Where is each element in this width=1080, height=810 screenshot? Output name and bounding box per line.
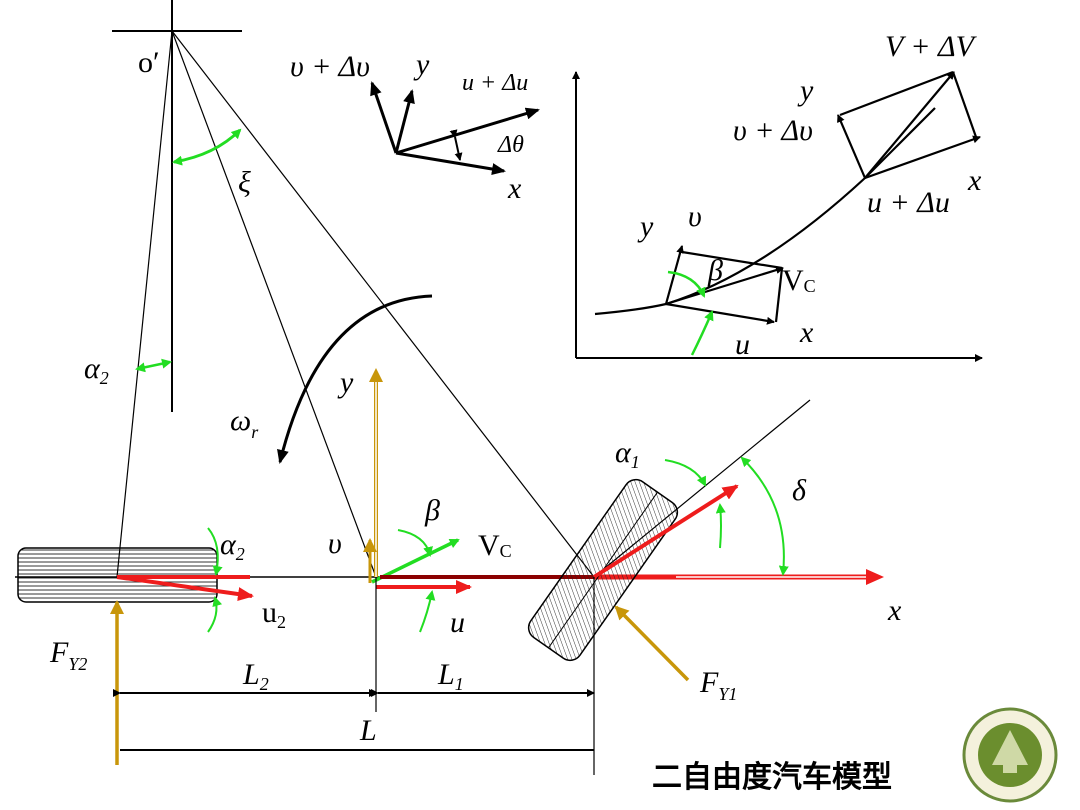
V-plus-dV-label: V + ΔV	[885, 30, 978, 63]
alpha1-arc	[664, 459, 706, 487]
xi-label: ξ	[238, 166, 251, 199]
u2-label: u2	[262, 596, 286, 632]
university-logo	[962, 707, 1058, 803]
front-velocity-arrow	[592, 484, 739, 579]
y-label-lower: y	[637, 210, 654, 243]
cg-axes	[363, 368, 472, 712]
u-plus-du-label-upper: u + Δu	[867, 186, 950, 219]
vc-label-panel: VC	[782, 264, 816, 297]
x-label-small: x	[507, 172, 522, 205]
alpha2-label: α2	[220, 528, 245, 564]
vc-label-cg: VC	[478, 529, 512, 562]
delta-label: δ	[792, 474, 807, 507]
diagram-title: 二自由度汽车模型	[652, 760, 892, 795]
L1-label: L1	[437, 658, 464, 694]
front-angle-arc	[715, 503, 726, 549]
trajectory-panel	[572, 70, 983, 362]
v-label-cg: υ	[328, 527, 342, 560]
alpha2-arc-upper	[207, 527, 223, 576]
u-label-cg: u	[450, 606, 465, 639]
alpha2-arc-lower	[207, 596, 223, 633]
dimension-lines	[113, 689, 595, 751]
y-label-cg: y	[337, 366, 354, 399]
x-label-upper: x	[967, 164, 982, 197]
steer-line	[593, 399, 811, 578]
u-plus-du-label-small: u + Δu	[462, 70, 528, 96]
turn-center-construction	[112, 0, 595, 578]
v-label-lower: υ	[688, 200, 702, 233]
omega-r-label: ωr	[230, 404, 259, 442]
fy2-label: FY2	[49, 636, 87, 674]
dtheta-label: Δθ	[497, 132, 524, 158]
x-axis-label: x	[887, 594, 902, 627]
front-lateral-force-arrow	[614, 605, 690, 682]
beta-label-cg: β	[424, 494, 440, 527]
alpha2-angle-arrow	[135, 358, 172, 373]
alpha2-label-top: α2	[84, 352, 109, 388]
origin-label: o′	[138, 46, 160, 79]
delta-arc	[740, 456, 789, 576]
L2-label: L2	[242, 658, 269, 694]
xi-angle-arc	[172, 128, 242, 166]
yaw-rate-arc	[277, 294, 433, 464]
x-label-lower: x	[799, 316, 814, 349]
rear-velocity-u2-arrow	[116, 575, 254, 601]
fy1-label: FY1	[699, 666, 737, 704]
v-plus-dv-label-small: υ + Δυ	[290, 50, 370, 83]
v-plus-dv-label-upper: υ + Δυ	[733, 114, 813, 147]
beta-label-panel: β	[707, 254, 723, 287]
y-label-small: y	[413, 48, 430, 81]
alpha1-label: α1	[615, 436, 640, 472]
incremental-axes	[370, 81, 540, 175]
u-label-panel: u	[735, 328, 750, 361]
y-label-upper: y	[797, 74, 814, 107]
L-label: L	[359, 714, 377, 747]
